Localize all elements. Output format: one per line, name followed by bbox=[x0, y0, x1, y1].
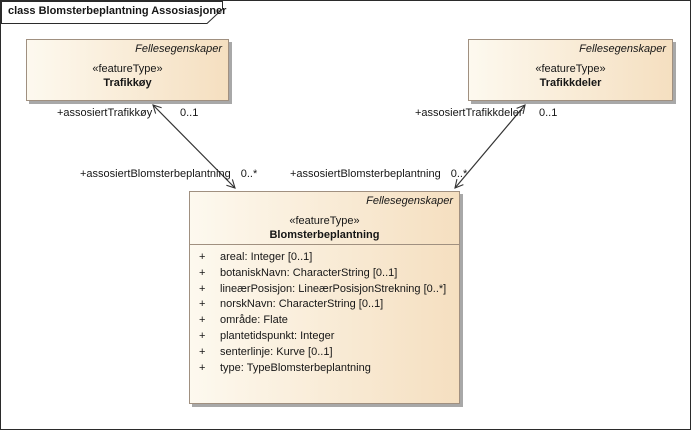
attribute-visibility: + bbox=[199, 251, 206, 263]
attribute-row[interactable]: + norskNavn: CharacterString [0..1] bbox=[190, 297, 459, 313]
class-box-trafikkoy[interactable]: Fellesegenskaper «featureType» Trafikkøy bbox=[26, 39, 229, 101]
mult-text: 0..* bbox=[450, 168, 468, 180]
property-label: Fellesegenskaper bbox=[135, 43, 222, 55]
attribute-text: type: TypeBlomsterbeplantning bbox=[220, 361, 371, 374]
attribute-row[interactable]: + plantetidspunkt: Integer bbox=[190, 329, 459, 345]
class-name: Trafikkdeler bbox=[539, 77, 602, 89]
attribute-visibility: + bbox=[199, 361, 206, 374]
class-name: Blomsterbeplantning bbox=[269, 229, 380, 241]
assoc-role-trafikkoy: +assosiertTrafikkøy bbox=[57, 107, 153, 119]
diagram-frame-tab: class Blomsterbeplantning Assosiasjoner bbox=[1, 1, 227, 25]
assoc-role-blomsterbeplantning-left: +assosiertBlomsterbeplantning 0..* bbox=[80, 168, 257, 180]
assoc-mult-trafikkoy: 0..1 bbox=[180, 107, 199, 119]
attribute-row[interactable]: + senterlinje: Kurve [0..1] bbox=[190, 345, 459, 361]
association-trafikkoy-blomsterbeplantning[interactable] bbox=[152, 104, 236, 189]
property-label: Fellesegenskaper bbox=[579, 43, 666, 55]
attribute-visibility: + bbox=[199, 266, 206, 279]
property-label: Fellesegenskaper bbox=[366, 195, 453, 207]
association-trafikkdeler-blomsterbeplantning[interactable] bbox=[454, 104, 526, 189]
attribute-text: norskNavn: CharacterString [0..1] bbox=[220, 298, 384, 311]
attribute-row[interactable]: + type: TypeBlomsterbeplantning bbox=[190, 361, 459, 377]
attribute-row[interactable]: + lineærPosisjon: LineærPosisjonStreknin… bbox=[190, 282, 459, 298]
attribute-text: lineærPosisjon: LineærPosisjonStrekning … bbox=[220, 282, 447, 295]
stereotype-label: «featureType» bbox=[289, 215, 360, 227]
frame-tab-shape bbox=[1, 1, 223, 24]
attribute-row[interactable]: + areal: Integer [0..1] bbox=[190, 250, 459, 266]
attribute-text: areal: Integer [0..1] bbox=[220, 251, 313, 263]
role-text: +assosiertBlomsterbeplantning bbox=[80, 168, 231, 180]
attribute-row[interactable]: + område: Flate bbox=[190, 313, 459, 329]
assoc-role-blomsterbeplantning-right: +assosiertBlomsterbeplantning 0..* bbox=[290, 168, 467, 180]
stereotype-label: «featureType» bbox=[535, 63, 606, 75]
attribute-visibility: + bbox=[199, 314, 206, 327]
assoc-mult-trafikkdeler: 0..1 bbox=[539, 107, 558, 119]
class-name: Trafikkøy bbox=[103, 77, 152, 89]
attributes-compartment: + areal: Integer [0..1] + botaniskNavn: … bbox=[190, 244, 459, 403]
class-box-trafikkdeler[interactable]: Fellesegenskaper «featureType» Trafikkde… bbox=[468, 39, 673, 101]
attribute-text: område: Flate bbox=[220, 314, 288, 327]
attribute-text: botaniskNavn: CharacterString [0..1] bbox=[220, 266, 398, 279]
diagram-title: class Blomsterbeplantning Assosiasjoner bbox=[8, 5, 227, 17]
attribute-text: senterlinje: Kurve [0..1] bbox=[220, 345, 333, 358]
role-text: +assosiertBlomsterbeplantning bbox=[290, 168, 441, 180]
mult-text: 0..* bbox=[240, 168, 258, 180]
attribute-visibility: + bbox=[199, 345, 206, 358]
attribute-visibility: + bbox=[199, 298, 206, 311]
attribute-visibility: + bbox=[199, 329, 206, 342]
class-box-blomsterbeplantning[interactable]: Fellesegenskaper «featureType» Blomsterb… bbox=[189, 191, 460, 404]
attribute-text: plantetidspunkt: Integer bbox=[220, 329, 335, 342]
attribute-row[interactable]: + botaniskNavn: CharacterString [0..1] bbox=[190, 266, 459, 282]
stereotype-label: «featureType» bbox=[92, 63, 163, 75]
assoc-role-trafikkdeler: +assosiertTrafikkdeler bbox=[415, 107, 523, 119]
attribute-visibility: + bbox=[199, 282, 206, 295]
